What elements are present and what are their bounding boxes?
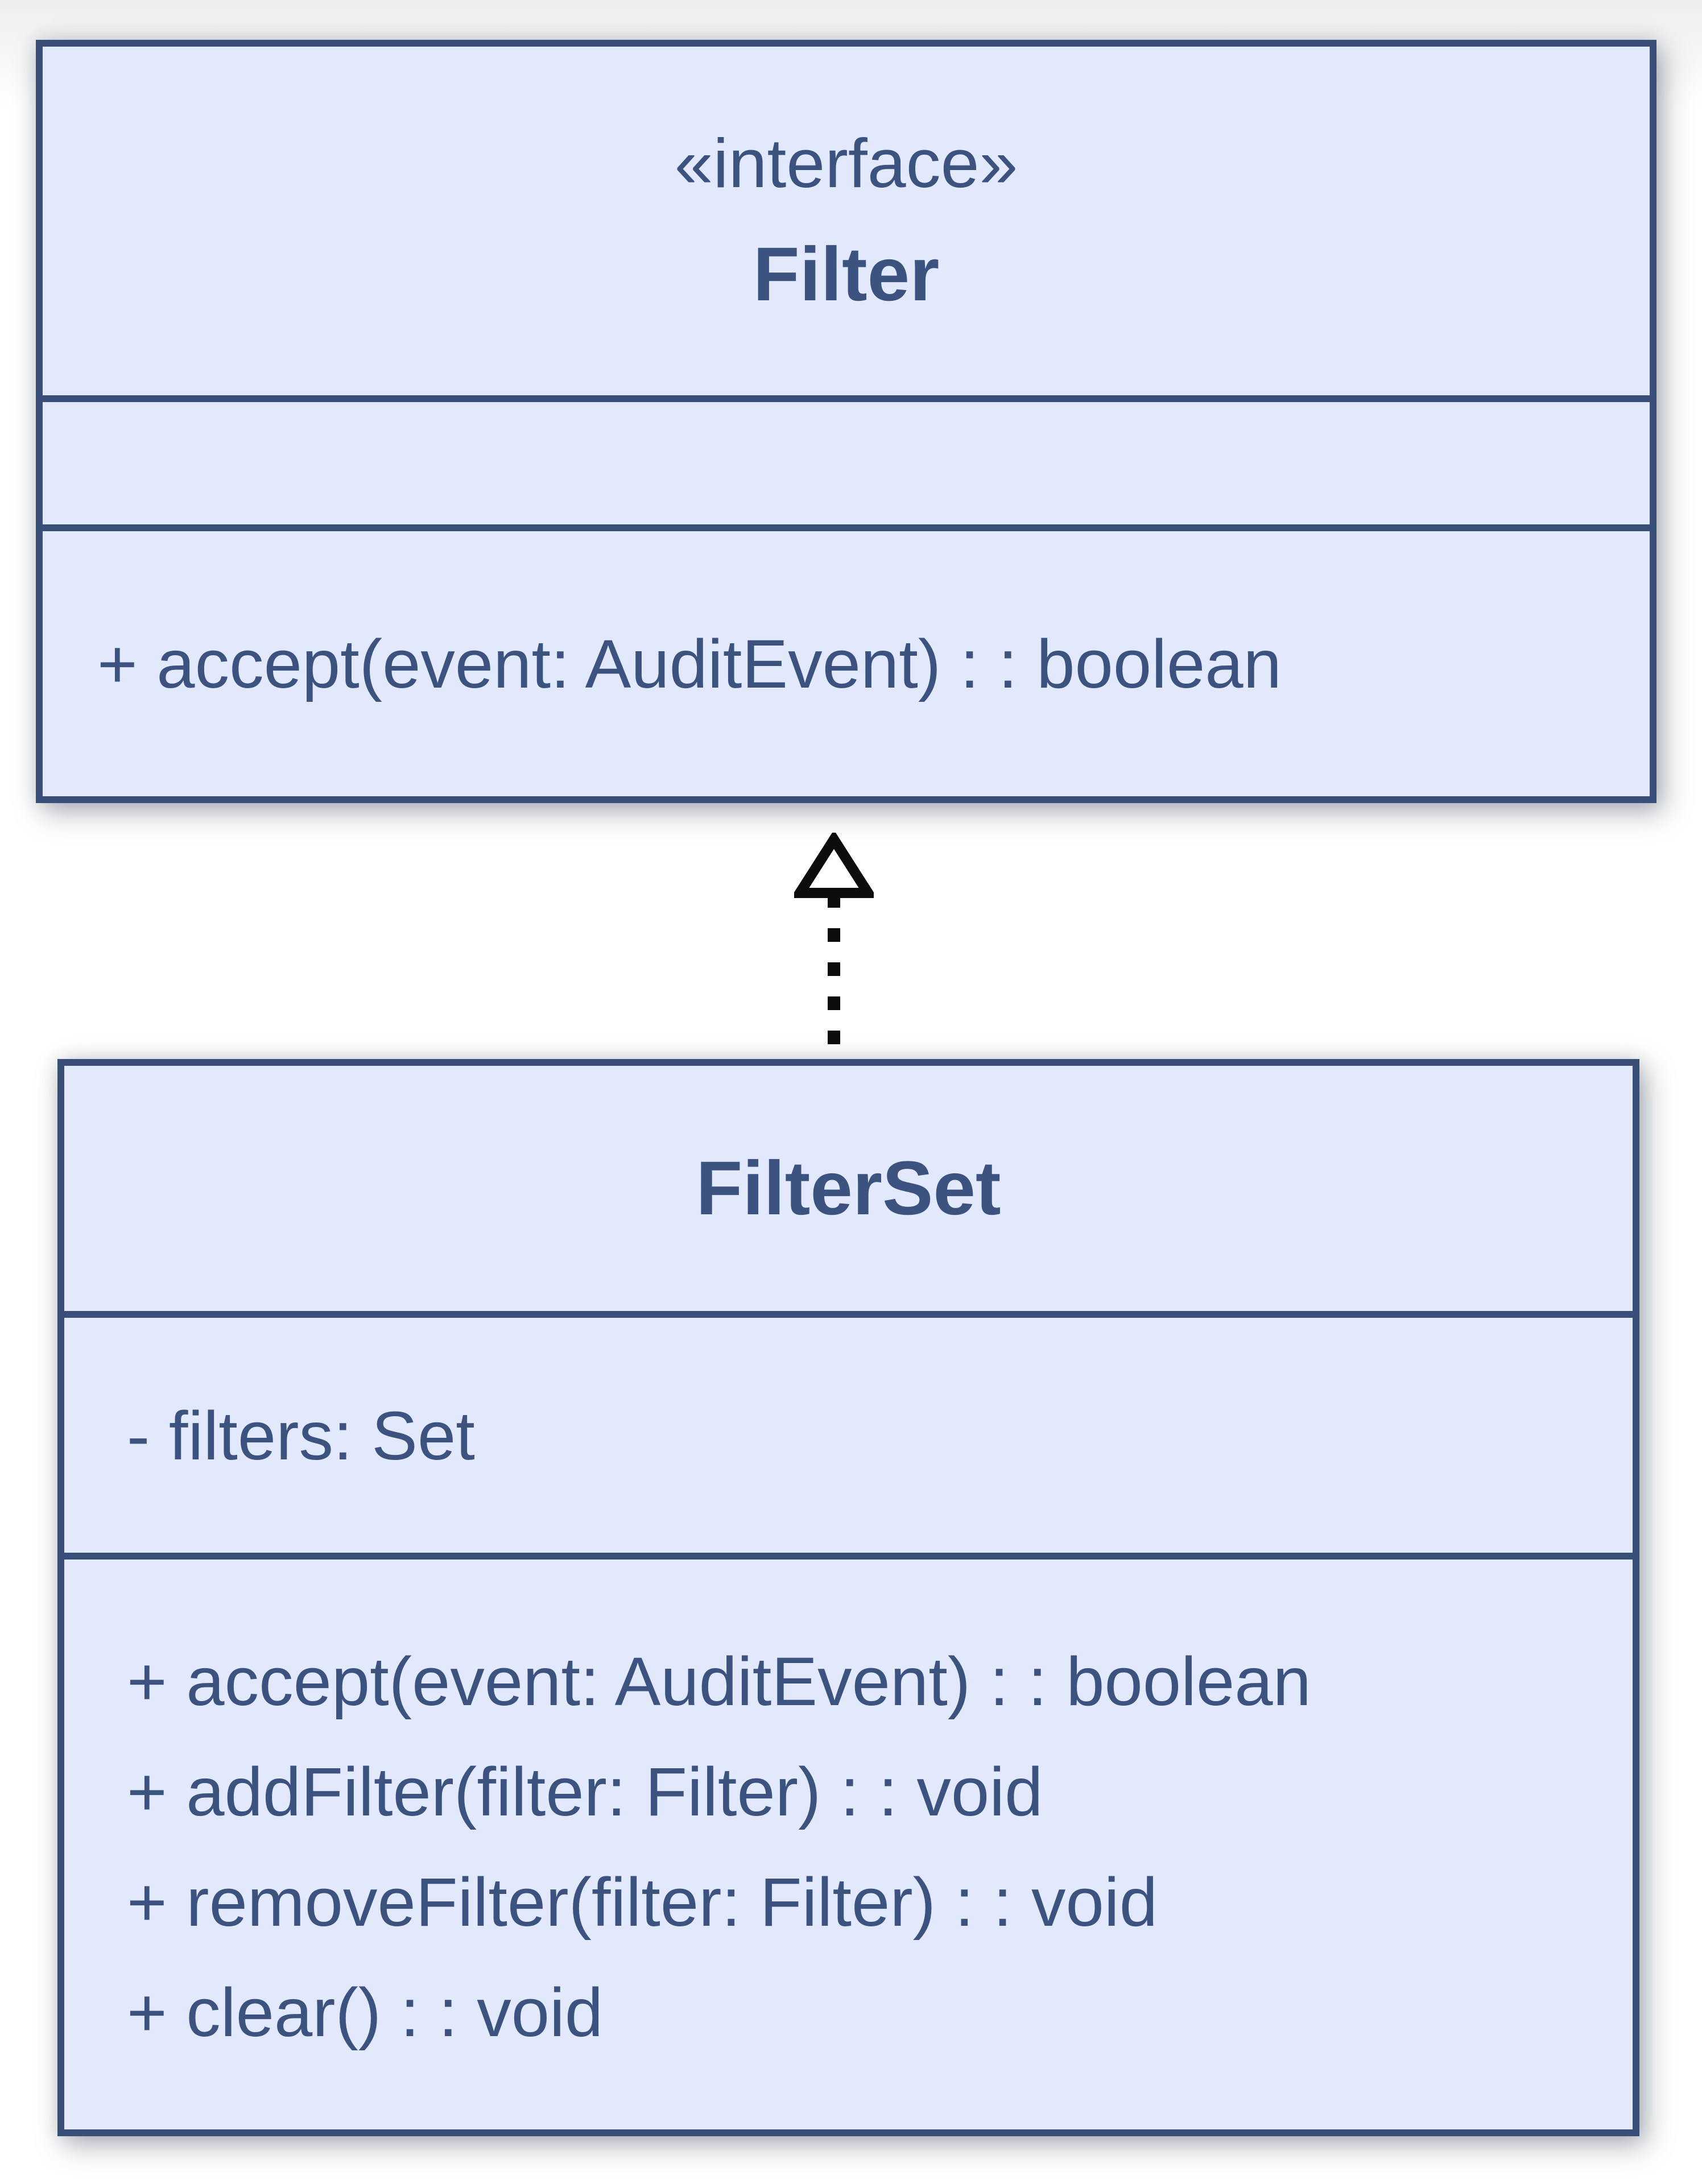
method-item: + removeFilter(filter: Filter) : : void xyxy=(127,1863,1158,1941)
hollow-triangle-arrowhead-icon xyxy=(794,833,874,898)
class-box-interface-filter: «interface» Filter + accept(event: Audit… xyxy=(36,40,1656,803)
methods-section: + accept(event: AuditEvent) : : boolean xyxy=(43,524,1650,796)
class-header: FilterSet xyxy=(64,1066,1633,1311)
realization-arrow xyxy=(794,833,874,1058)
method-item: + clear() : : void xyxy=(127,1974,604,2051)
method-item: + accept(event: AuditEvent) : : boolean xyxy=(97,625,1282,702)
method-item: + accept(event: AuditEvent) : : boolean xyxy=(127,1643,1311,1720)
attribute-item: - filters: Set xyxy=(127,1396,475,1474)
method-item: + addFilter(filter: Filter) : : void xyxy=(127,1753,1043,1830)
class-name: Filter xyxy=(753,232,940,317)
methods-section: + accept(event: AuditEvent) : : boolean … xyxy=(64,1553,1633,2129)
attributes-section-empty xyxy=(43,395,1650,524)
attributes-section: - filters: Set xyxy=(64,1311,1633,1553)
class-name: FilterSet xyxy=(696,1145,1001,1231)
class-header: «interface» Filter xyxy=(43,47,1650,395)
class-box-filterset: FilterSet - filters: Set + accept(event:… xyxy=(57,1059,1639,2136)
stereotype-label: «interface» xyxy=(674,124,1018,202)
